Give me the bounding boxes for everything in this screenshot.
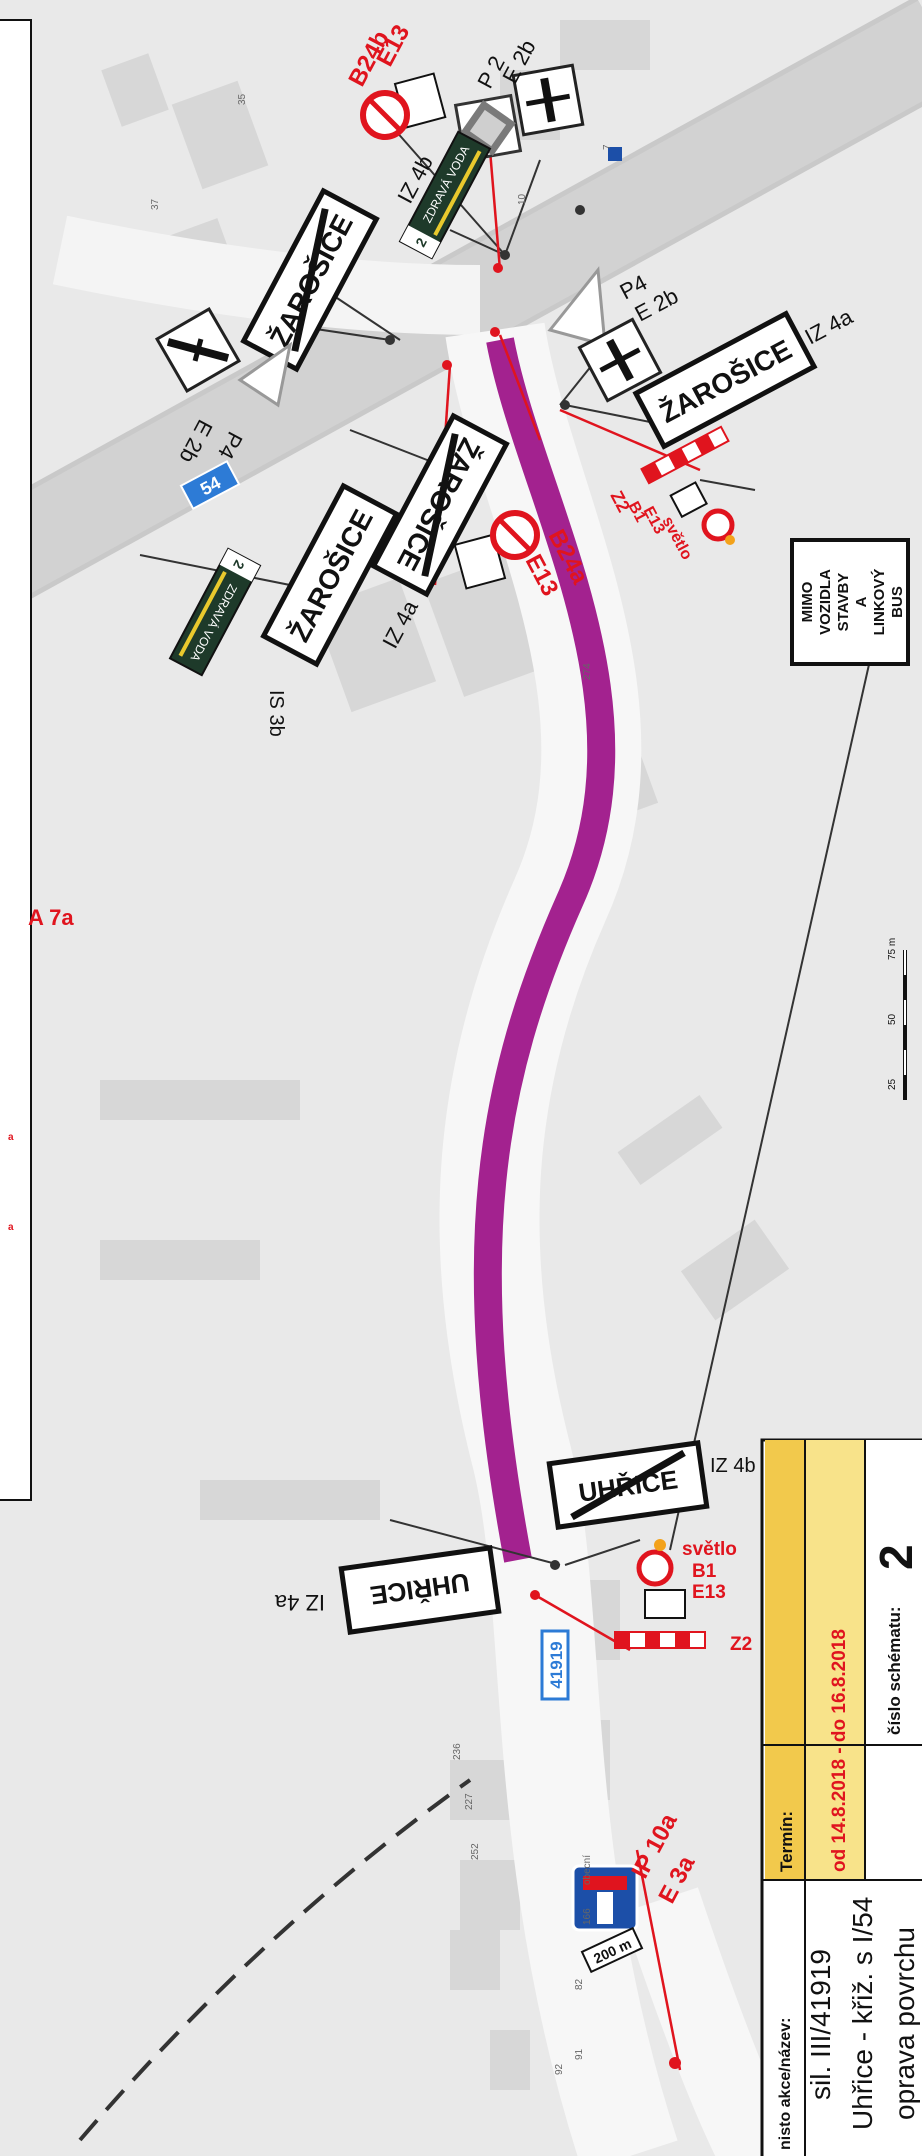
warning-light-bottom (654, 1539, 666, 1551)
sign-zdrava-voda-top: 2 ZDRAVÁ VODA (398, 130, 492, 260)
title-block: Termín: od 14.8.2018 - do 16.8.2018 čísl… (760, 1438, 922, 2156)
house-number-7: 227 (464, 1793, 475, 1810)
sign-p4-triangle-right (547, 266, 607, 348)
legend-mark-2: a (8, 1222, 14, 1233)
sign-e2b-square-right (577, 317, 663, 403)
house-number-3: 10 (517, 193, 528, 205)
road-number-41919-text: 41919 (547, 1641, 566, 1688)
sign-uhrice-iz4b: UHŘICE (546, 1440, 710, 1530)
label-e13-bottom: E13 (692, 1582, 726, 1603)
sign-b24b (360, 90, 410, 140)
barrier-z2-top (640, 425, 730, 485)
sign-cross-bar (291, 208, 329, 352)
sign-cross-bar-2 (421, 433, 459, 577)
scheme-number: 2 (870, 1544, 922, 1570)
sign-b1-top (701, 508, 735, 542)
scale-tick-50: 50 (887, 1013, 898, 1025)
label-is3b: IS 3b (265, 690, 287, 737)
legend-a7a: A 7a (28, 905, 74, 930)
exempt-line-2: VOZIDLA (817, 569, 834, 635)
house-number-5: 274 (582, 663, 593, 680)
label-svetlo-bottom: světlo (682, 1539, 737, 1560)
house-numbers: 35 37 10 7 274 236 227 252 82 166 91 92 … (150, 93, 613, 2075)
label-b1-bottom: B1 (692, 1561, 717, 1582)
sign-cross-bar-3 (570, 1449, 686, 1521)
plate-b1-bottom (644, 1589, 686, 1619)
sign-uhrice-iz4a: UHŘICE (338, 1545, 502, 1635)
sign-ip10a (571, 1864, 639, 1932)
house-number-11: 91 (574, 2048, 585, 2060)
scheme-cell (865, 1440, 922, 1880)
legend-mark-1: a (8, 1132, 14, 1143)
house-number-4: 7 (602, 144, 613, 150)
sign-e2b-square-left (154, 306, 242, 394)
label-iz4a-bottom: IZ 4a (274, 1590, 325, 1615)
plate-b1-top (669, 481, 708, 519)
title-line-1: sil. III/41919 (805, 1949, 836, 2100)
house-number-2: 37 (150, 198, 161, 210)
term-label: Termín: (777, 1811, 796, 1872)
warning-light-top (725, 535, 735, 545)
sign-e2b-square-top (511, 63, 585, 137)
road-number-41919: 41919 (540, 1629, 570, 1701)
title-line-2: Uhřice - křiž. s I/54 (847, 1897, 878, 2130)
house-number-9: 82 (574, 1978, 585, 1990)
legend-panel (0, 19, 32, 1501)
work-zone (473, 337, 616, 1563)
exempt-line-6: BUS (889, 586, 906, 618)
action-label: nisto akce/název: (777, 2018, 794, 2151)
title-line-3: oprava povrchu (889, 1927, 920, 2120)
plate-small-middle (453, 533, 507, 590)
sign-b24a (490, 510, 540, 560)
sign-b1-bottom (636, 1549, 674, 1587)
exempt-line-5: LINKOVÝ (870, 569, 888, 636)
sign-zarosice-iz4a-right: ŽAROŠICE (632, 310, 818, 450)
parking-icon (608, 147, 622, 161)
exempt-line-4: A (853, 596, 870, 607)
term-value: od 14.8.2018 - do 16.8.2018 (829, 1629, 850, 1872)
house-number-10: 166 (582, 1908, 593, 1925)
sign-exempt-plate: MIMO VOZIDLA STAVBY A LINKOVÝ BUS (790, 538, 910, 666)
boundary-dashed (78, 1778, 472, 2142)
sign-p4-triangle-left (237, 341, 293, 408)
label-z2-bottom: Z2 (730, 1634, 752, 1655)
scale-tick-75: 75 m (887, 938, 898, 960)
house-number-8: 252 (470, 1843, 481, 1860)
term-label-cell (765, 1440, 805, 1880)
side-road-lower (622, 1887, 796, 2156)
house-number-12: 92 (554, 2063, 565, 2075)
scheme-label: číslo schématu: (885, 1607, 904, 1736)
exempt-line-1: MIMO (799, 581, 816, 622)
barrier-z2-bottom (614, 1631, 706, 1649)
label-iz4b-bottom: IZ 4b (710, 1455, 756, 1477)
house-number-1: 35 (237, 93, 248, 105)
place-obecni: obecní (582, 1855, 593, 1885)
exempt-line-3: STAVBY (835, 573, 852, 632)
scale-tick-25: 25 (887, 1078, 898, 1090)
road-number-54: 54 (179, 459, 241, 511)
house-number-6: 236 (452, 1743, 463, 1760)
term-cell (805, 1440, 865, 1880)
scale-bar: 25 50 75 m (887, 938, 907, 1100)
